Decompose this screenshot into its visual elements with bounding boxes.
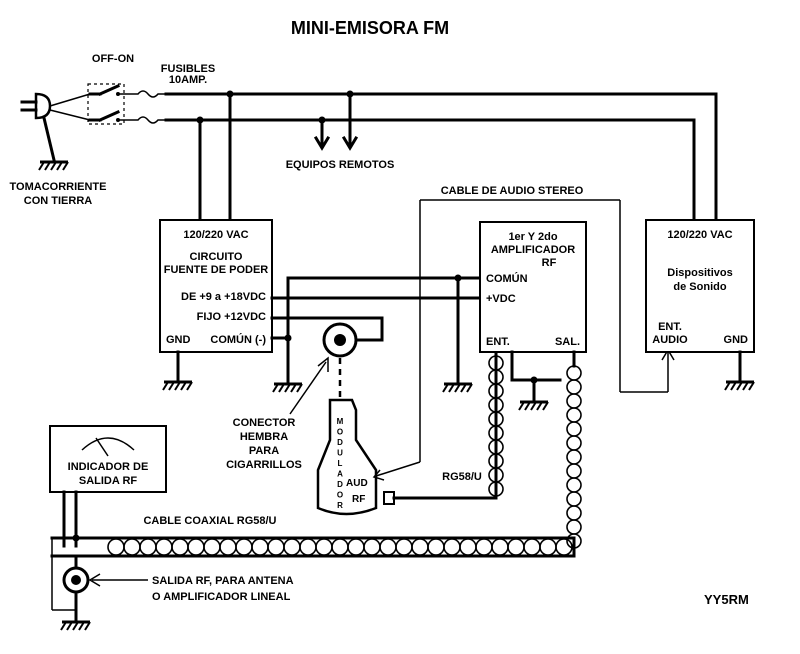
amplifier-box [479, 221, 587, 353]
amp-name-1: 1er Y 2do [508, 231, 557, 243]
amp-ground-icon [517, 400, 550, 412]
sound-devices-box [645, 219, 755, 353]
ps-name-1: CIRCUITO [190, 251, 243, 263]
ps-name-2: FUENTE DE PODER [164, 264, 269, 276]
ps-common-ground-icon [271, 382, 304, 394]
rf-output-connector-icon [62, 566, 90, 594]
amp-output: SAL. [555, 336, 580, 348]
author-label: YY5RM [704, 592, 749, 607]
diagram-title: MINI-EMISORA FM [291, 18, 449, 38]
power-supply-box [159, 219, 273, 353]
ps-out-var: DE +9 a +18VDC [181, 291, 266, 303]
ps-out-fixed: FIJO +12VDC [197, 311, 266, 323]
sound-name-1: Dispositivos [667, 267, 732, 279]
modulator-letter: D [337, 480, 343, 489]
sound-audio-in-2: AUDIO [652, 334, 688, 346]
meter-label-1: INDICADOR DE [68, 461, 149, 473]
connector-label-3: PARA [249, 445, 279, 457]
connector-label-2: HEMBRA [240, 431, 288, 443]
plug-icon [20, 92, 91, 162]
ps-ground-icon [161, 380, 194, 392]
amp-name-3: RF [542, 257, 557, 269]
amp-vdc: +VDC [486, 293, 516, 305]
fuses-label-2: 10AMP. [169, 74, 207, 86]
connector-label-4: CIGARRILLOS [226, 459, 302, 471]
audio-cable-label: CABLE DE AUDIO STEREO [441, 185, 584, 197]
ps-common: COMÚN (-) [210, 333, 266, 346]
output-coax-coil [566, 365, 582, 549]
meter-needle-icon [81, 437, 135, 457]
outlet-ground-icon [37, 160, 70, 172]
switch-icon [87, 83, 125, 125]
outlet-label-2: CON TIERRA [24, 195, 93, 207]
rf-meter-box [49, 425, 167, 493]
ps-gnd: GND [166, 334, 191, 346]
coax-cable-coil [107, 538, 573, 556]
input-coax-coil [488, 355, 504, 497]
antenna-label-2: O AMPLIFICADOR LINEAL [152, 591, 291, 603]
modulator-letter: D [337, 438, 343, 447]
modulator-letter: R [337, 501, 343, 510]
modulator-aud-label: AUD [346, 478, 368, 489]
modulator-letter: O [337, 491, 343, 500]
rg58-label: RG58/U [442, 471, 482, 483]
sound-gnd: GND [724, 334, 749, 346]
fuse-icon [118, 90, 166, 124]
modulator-rf-label: RF [352, 494, 365, 505]
modulator-letter: L [338, 459, 343, 468]
amp-common-ground-icon [441, 382, 474, 394]
sound-name-2: de Sonido [673, 281, 726, 293]
antenna-label-1: SALIDA RF, PARA ANTENA [152, 575, 294, 587]
sound-ground-icon [723, 380, 756, 392]
modulator-letter: O [337, 428, 343, 437]
amp-input: ENT. [486, 336, 510, 348]
modulator-letter: U [337, 449, 343, 458]
ps-voltage: 120/220 VAC [183, 229, 248, 241]
meter-label-2: SALIDA RF [79, 475, 138, 487]
amp-common: COMÚN [486, 272, 528, 285]
connector-label-1: CONECTOR [233, 417, 296, 429]
sound-voltage: 120/220 VAC [667, 229, 732, 241]
sound-audio-in-1: ENT. [658, 321, 682, 333]
coax-label: CABLE COAXIAL RG58/U [143, 515, 276, 527]
remote-arrows-icon [313, 92, 359, 151]
switch-label: OFF-ON [92, 53, 134, 65]
modulator-letter: M [337, 417, 344, 426]
remote-label: EQUIPOS REMOTOS [286, 159, 395, 171]
modulator-device [316, 398, 378, 516]
rf-output-ground-icon [59, 620, 92, 632]
amp-name-2: AMPLIFICADOR [491, 244, 575, 256]
modulator-letter: A [337, 470, 343, 479]
fuses-label-1: FUSIBLES [161, 63, 215, 75]
cigarette-socket-icon [322, 322, 358, 358]
outlet-label-1: TOMACORRIENTE [10, 181, 107, 193]
